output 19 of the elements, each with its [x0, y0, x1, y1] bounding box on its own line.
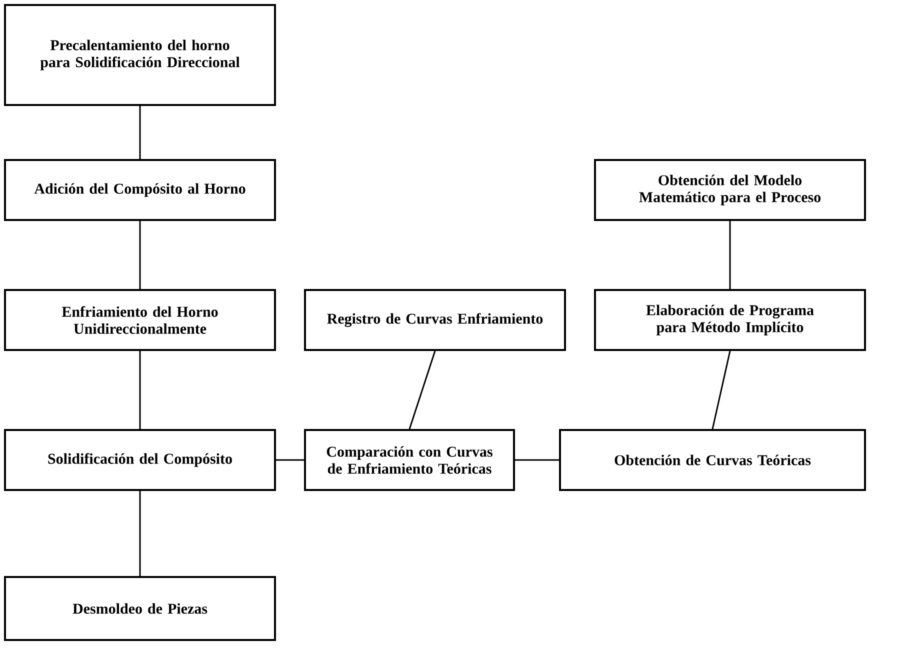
- connector-line: [712, 350, 731, 430]
- connector-line: [276, 459, 304, 461]
- connector-line: [729, 221, 731, 289]
- process-box: Elaboración de Programa para Método Implícito: [594, 289, 866, 351]
- process-box: Registro de Curvas Enfriamiento: [304, 289, 566, 351]
- connector-line: [408, 350, 436, 430]
- connector-line: [139, 221, 141, 289]
- connector-line: [139, 351, 141, 429]
- connector-line: [139, 106, 141, 159]
- process-box: Obtención de Curvas Teóricas: [559, 429, 866, 491]
- connector-line: [515, 459, 559, 461]
- process-box: Enfriamiento del Horno Unidireccionalmente: [4, 289, 276, 351]
- process-box: Obtención del Modelo Matemático para el Proceso: [594, 159, 866, 221]
- process-box: Precalentamiento del horno para Solidificación Direccional: [4, 4, 276, 106]
- connector-line: [139, 491, 141, 576]
- process-box: Comparación con Curvas de Enfriamiento Teóricas: [304, 429, 515, 491]
- process-box: Adición del Compósito al Horno: [4, 159, 276, 221]
- process-box: Desmoldeo de Piezas: [4, 576, 276, 641]
- process-box: Solidificación del Compósito: [4, 429, 276, 491]
